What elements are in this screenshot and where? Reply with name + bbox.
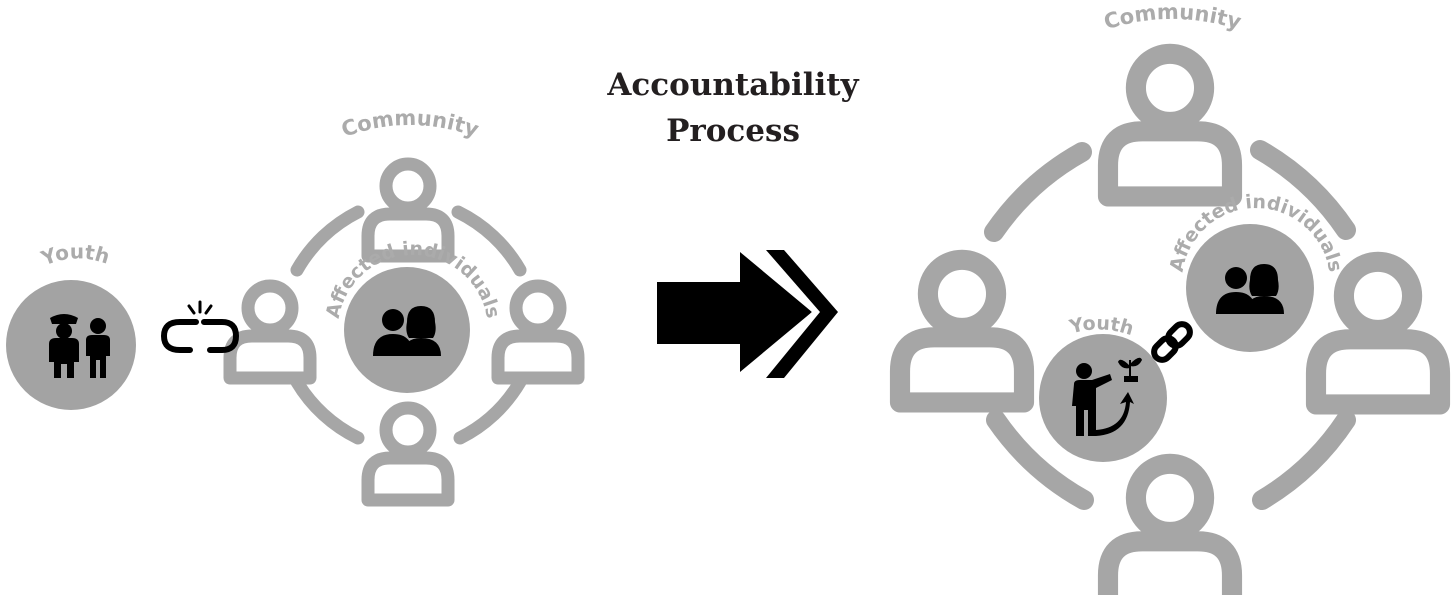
- before-community-ring: [290, 205, 527, 445]
- double-chevron-arrow-icon: [657, 250, 838, 378]
- person-with-growing-plant-icon: [1072, 357, 1142, 436]
- before-panel: Community Youth Affected individuals: [6, 106, 578, 500]
- after-community-person-right-icon: [1316, 262, 1440, 405]
- title-line-2: Process: [666, 113, 800, 149]
- chain-link-icon: [1151, 321, 1193, 363]
- after-community-person-top-icon: [1108, 54, 1232, 197]
- before-community-label: Community: [338, 106, 482, 142]
- after-community-person-bottom-icon: [1108, 464, 1232, 595]
- after-community-person-left-icon: [900, 260, 1024, 403]
- before-community-person-right-icon: [498, 286, 578, 378]
- after-panel: Community Youth Affected individuals: [900, 0, 1440, 595]
- broken-chain-link-icon: [160, 300, 240, 353]
- before-community-person-bottom-icon: [368, 408, 448, 500]
- title-line-1: Accountability: [607, 67, 859, 103]
- after-community-label: Community: [1101, 0, 1244, 34]
- before-youth-label: Youth: [37, 239, 113, 270]
- after-community-ring: [984, 140, 1356, 510]
- before-community-person-left-icon: [230, 286, 310, 378]
- police-officer-with-handcuffed-youth-icon: [49, 314, 110, 378]
- diagram-title: Accountability Process: [583, 62, 883, 154]
- after-youth-circle: [1039, 334, 1167, 462]
